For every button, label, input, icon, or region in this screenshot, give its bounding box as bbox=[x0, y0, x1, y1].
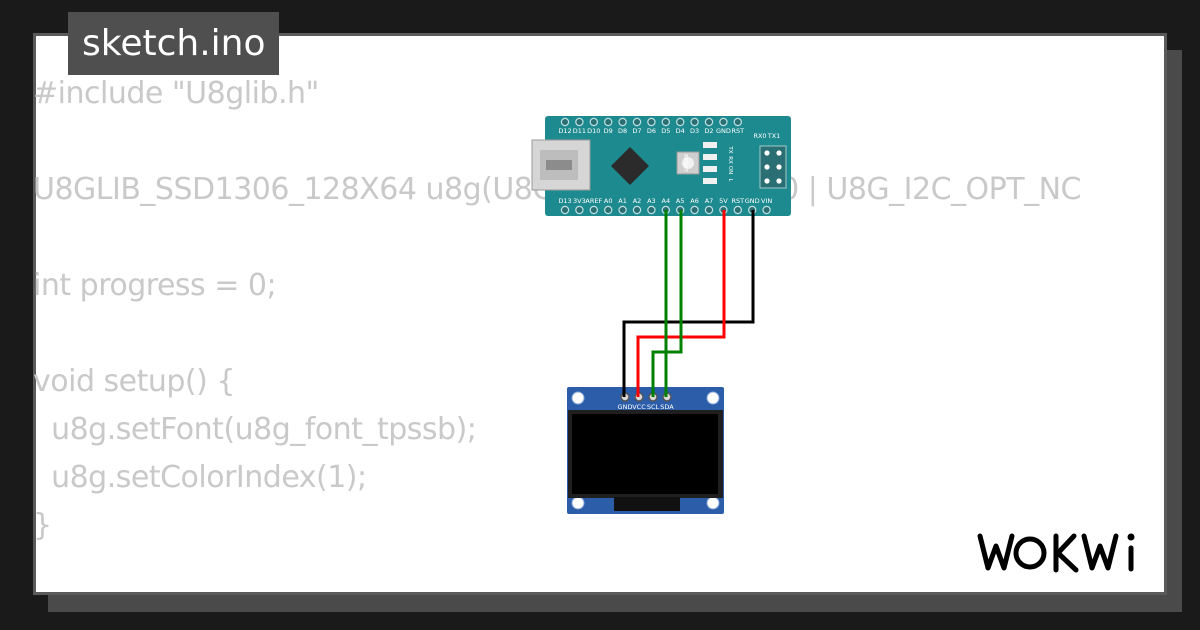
code-line: #include "U8glib.h" bbox=[33, 76, 319, 111]
pin-vin[interactable] bbox=[762, 205, 771, 215]
pin-label: GND bbox=[716, 127, 731, 135]
pin-d10[interactable] bbox=[589, 117, 599, 127]
oled-pin-label: SCL bbox=[647, 403, 660, 411]
pin-label: GND bbox=[745, 197, 760, 205]
icsp-header bbox=[759, 145, 787, 189]
pin-aref[interactable] bbox=[589, 205, 599, 215]
pin-label: D2 bbox=[704, 127, 713, 135]
code-line: u8g.setColorIndex(1); bbox=[33, 460, 367, 495]
mount-hole-tl bbox=[571, 391, 585, 405]
board-label: RESET bbox=[682, 154, 688, 172]
pin-d11[interactable] bbox=[575, 117, 584, 127]
pin-label: TX1 bbox=[767, 132, 781, 140]
pin-label: D8 bbox=[618, 127, 627, 135]
wire-gnd[interactable] bbox=[622, 210, 755, 397]
pin-d12[interactable] bbox=[560, 117, 570, 127]
pin-label: A2 bbox=[633, 197, 642, 205]
tx-led bbox=[703, 142, 717, 148]
pin-a1[interactable] bbox=[618, 205, 627, 215]
pin-label: RST bbox=[731, 197, 744, 205]
pin-label: VIN bbox=[761, 197, 772, 205]
wires bbox=[622, 210, 755, 397]
icsp-pin bbox=[776, 150, 782, 156]
pin-label: D3 bbox=[690, 127, 699, 135]
board-label: ON bbox=[727, 166, 733, 174]
pin-gnd[interactable] bbox=[719, 117, 728, 127]
pin-d6[interactable] bbox=[647, 117, 656, 127]
oled-ribbon bbox=[614, 497, 680, 511]
pin-d8[interactable] bbox=[618, 117, 627, 127]
icsp-pin bbox=[764, 164, 770, 170]
pin-label: D6 bbox=[647, 127, 656, 135]
pin-label: D7 bbox=[632, 127, 641, 135]
pin-label: A5 bbox=[676, 197, 685, 205]
oled-pin-label: VCC bbox=[632, 403, 646, 411]
mount-hole-bl bbox=[571, 496, 585, 510]
pin-label: 5V bbox=[719, 197, 728, 205]
mount-hole-br bbox=[706, 496, 720, 510]
pin-d9[interactable] bbox=[604, 117, 613, 127]
pin-label: D13 bbox=[558, 197, 571, 205]
mcu-chip bbox=[611, 147, 649, 185]
arduino-board bbox=[545, 116, 791, 216]
pin-label: RX0 bbox=[753, 132, 766, 140]
power-led bbox=[703, 166, 717, 172]
board-label: TX bbox=[727, 145, 733, 153]
pin-label: AREF bbox=[585, 197, 602, 205]
pin-d7[interactable] bbox=[632, 117, 642, 127]
pin-a2[interactable] bbox=[632, 205, 642, 215]
icsp-pin bbox=[764, 178, 770, 184]
pin-rst[interactable] bbox=[733, 205, 743, 215]
pin-a7[interactable] bbox=[704, 205, 714, 215]
icsp-pin bbox=[776, 164, 782, 170]
mount-hole-tr bbox=[706, 391, 720, 405]
pin-label: 3V3 bbox=[573, 197, 586, 205]
pin-label: D11 bbox=[573, 127, 586, 135]
oled-screen bbox=[572, 414, 718, 494]
pin-label: D5 bbox=[661, 127, 670, 135]
oled-pin-label: GND bbox=[618, 403, 633, 411]
pin-3v3[interactable] bbox=[575, 205, 584, 215]
board-label: RX bbox=[727, 156, 733, 164]
l-led bbox=[703, 178, 717, 184]
icsp-pin bbox=[776, 178, 782, 184]
pin-a6[interactable] bbox=[690, 205, 699, 215]
wokwi-logo bbox=[974, 524, 1150, 584]
file-title: sketch.ino bbox=[68, 12, 280, 75]
rx-led bbox=[703, 154, 717, 160]
pin-rst[interactable] bbox=[733, 117, 743, 127]
pin-label: A1 bbox=[618, 197, 627, 205]
pin-label: RST bbox=[731, 127, 744, 135]
pin-d3[interactable] bbox=[690, 117, 699, 127]
oled-pin-label: SDA bbox=[660, 403, 674, 411]
pin-label: D12 bbox=[558, 127, 571, 135]
pin-label: D10 bbox=[587, 127, 600, 135]
pin-a0[interactable] bbox=[604, 205, 613, 215]
code-line: void setup() { bbox=[33, 364, 235, 399]
code-line: int progress = 0; bbox=[33, 268, 277, 303]
pin-label: A0 bbox=[604, 197, 613, 205]
pin-label: A4 bbox=[662, 197, 671, 205]
pin-label: D4 bbox=[676, 127, 685, 135]
pin-label: A6 bbox=[690, 197, 699, 205]
pin-label: A3 bbox=[647, 197, 656, 205]
pin-a3[interactable] bbox=[647, 205, 656, 215]
pin-d4[interactable] bbox=[676, 117, 685, 127]
code-line: u8g.setFont(u8g_font_tpssb); bbox=[33, 412, 477, 447]
pin-d13[interactable] bbox=[560, 205, 570, 215]
pin-d5[interactable] bbox=[661, 117, 671, 127]
pin-label: D9 bbox=[604, 127, 613, 135]
pin-label: A7 bbox=[705, 197, 714, 205]
pin-d2[interactable] bbox=[704, 117, 714, 127]
icsp-pin bbox=[764, 150, 770, 156]
board-label: L bbox=[727, 178, 733, 182]
code-line: } bbox=[33, 508, 52, 543]
